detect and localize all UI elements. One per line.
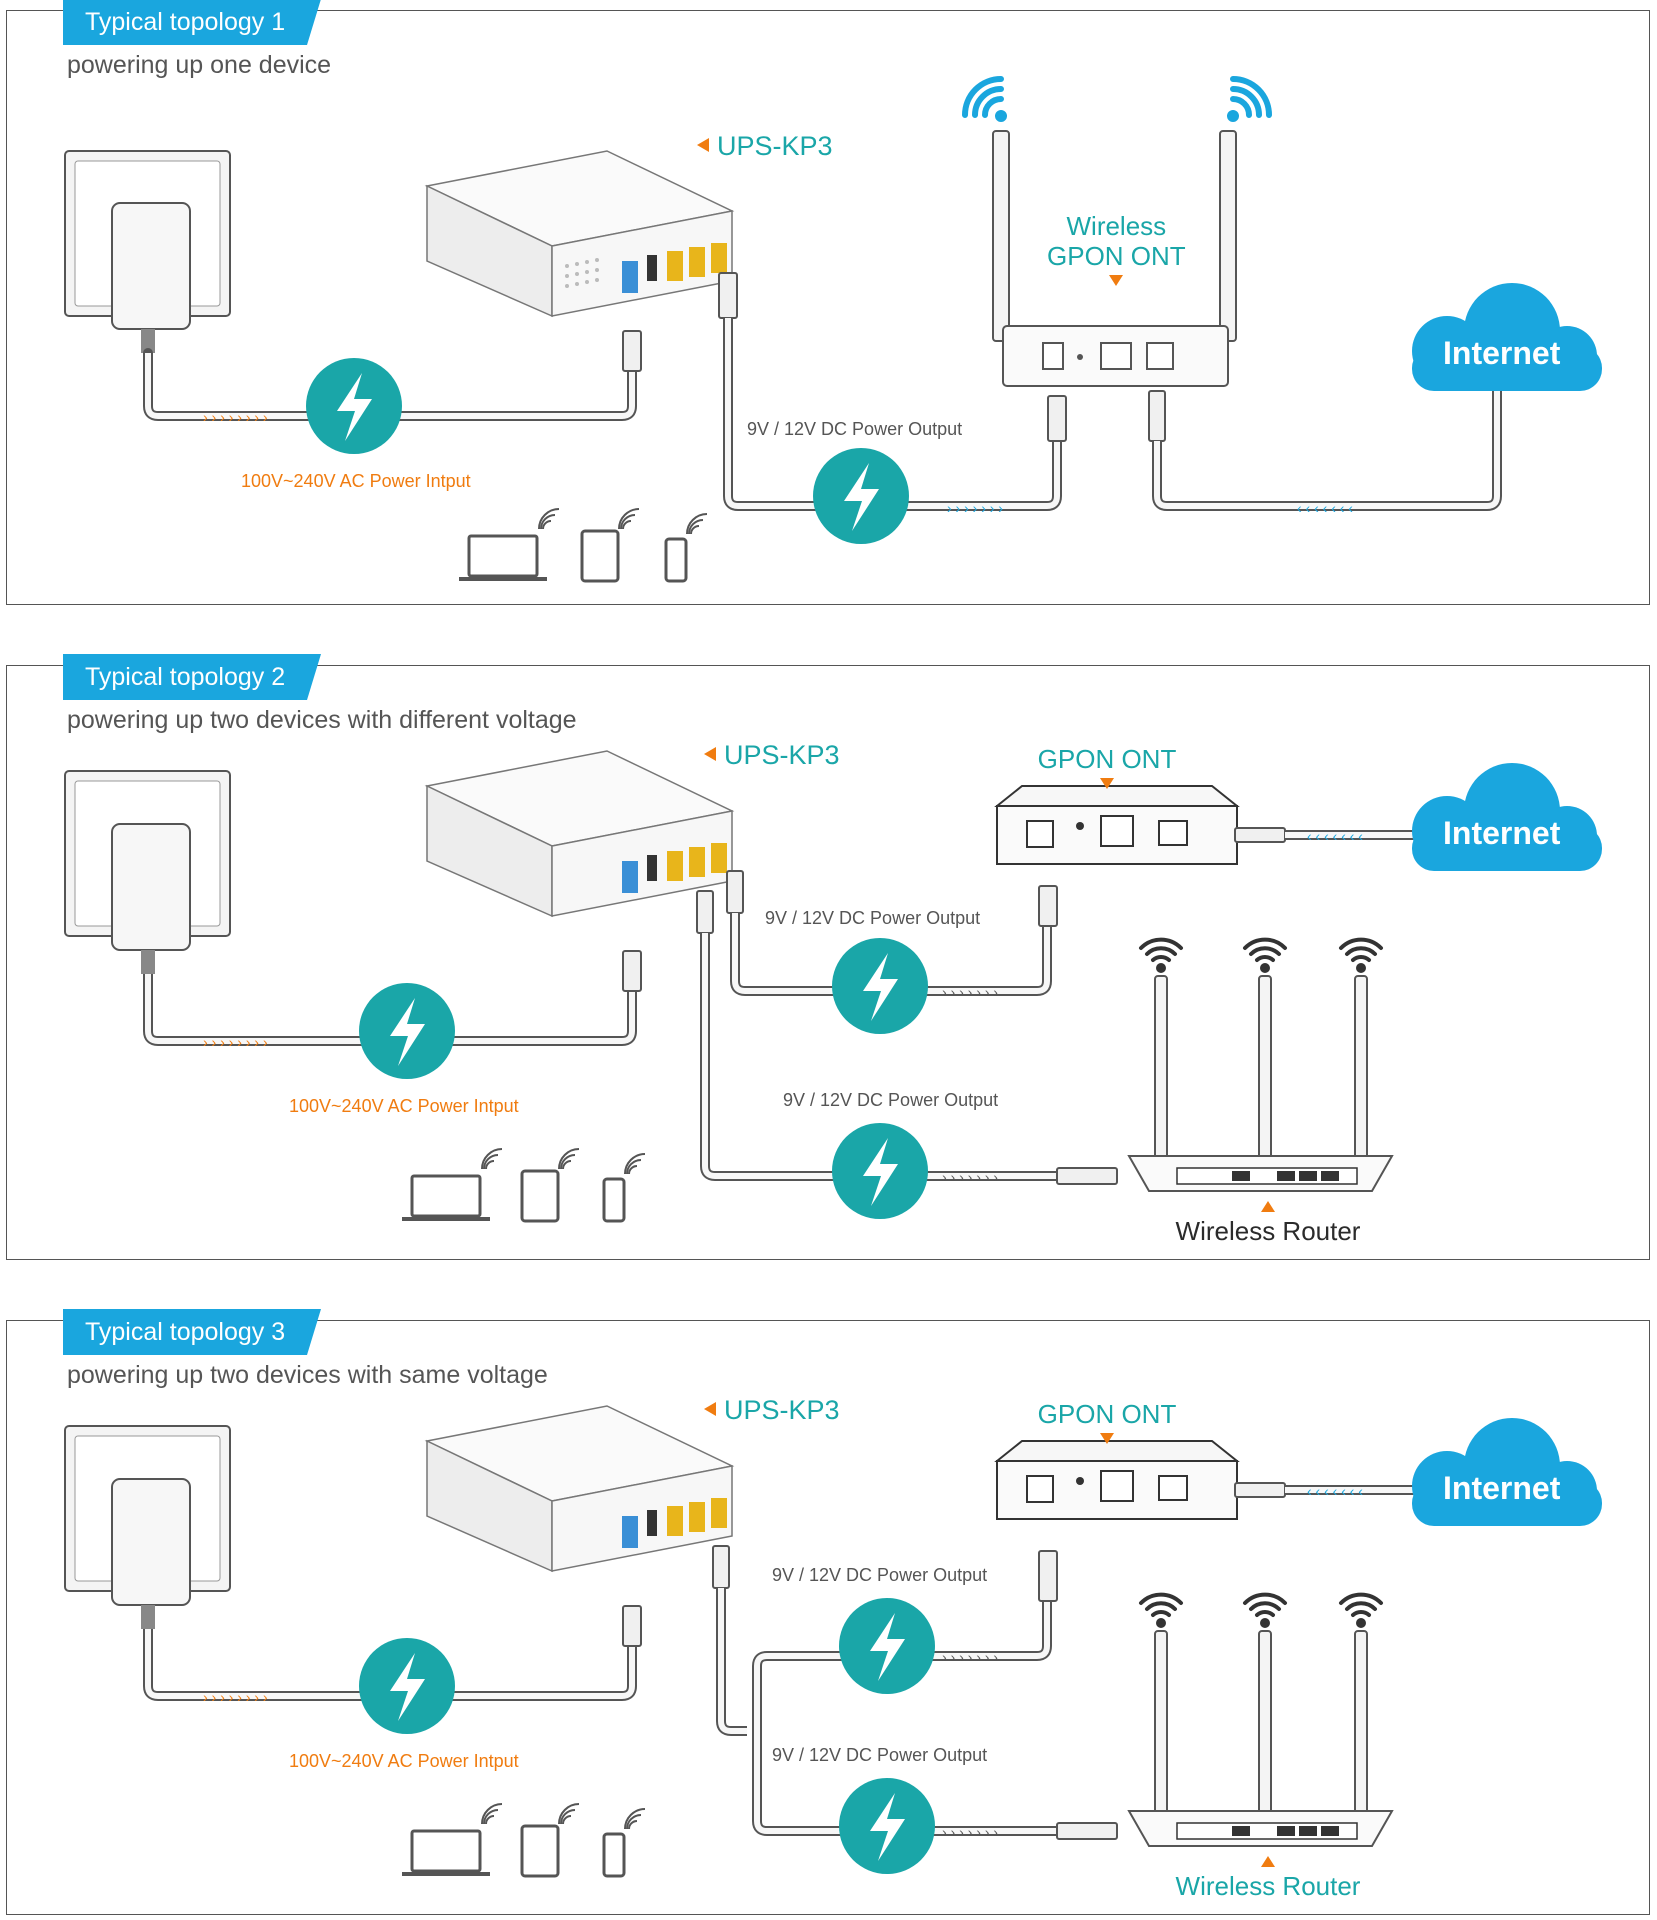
lightning-icon [306, 358, 402, 454]
lightning-icon [813, 448, 909, 544]
topology-diagram-3: › › › › › › › › › › › › › › › › › › › › … [64, 1405, 1602, 1878]
wireless-gpon-ont-label: Wireless GPON ONT [1047, 211, 1186, 286]
ups-device-icon [424, 750, 735, 918]
power-adapter-icon [64, 150, 231, 353]
router-icon [1127, 1630, 1394, 1847]
phone-icon [602, 1177, 626, 1223]
gpon-ont-label: GPON ONT [1032, 1399, 1182, 1444]
panel-tag: Typical topology 2 [63, 654, 322, 700]
svg-text:› › › › › › ›: › › › › › › › [942, 984, 998, 1000]
lightning-icon [359, 983, 455, 1079]
dc-power-label: 9V / 12V DC Power Output [747, 419, 963, 439]
router-icon [992, 130, 1237, 387]
lightning-icon [832, 938, 928, 1034]
ont-icon [994, 1440, 1240, 1520]
topology-panel-2: Typical topology 2 powering up two devic… [6, 654, 1650, 1260]
dc-power-label-1: 9V / 12V DC Power Output [772, 1565, 988, 1585]
ont-icon [994, 785, 1240, 865]
svg-text:› › › › › › › ›: › › › › › › › › [203, 1034, 268, 1050]
lightning-icon [839, 1598, 935, 1694]
svg-text:‹ ‹ ‹ ‹ ‹ ‹ ‹: ‹ ‹ ‹ ‹ ‹ ‹ ‹ [1297, 500, 1353, 516]
cloud-icon [1412, 763, 1602, 871]
cloud-label: Internet [1443, 335, 1561, 371]
topology-panel-1: Typical topology 1 powering up one devic… [6, 0, 1650, 605]
ups-label: UPS-KP3 [697, 131, 833, 162]
wifi-icon [962, 76, 1272, 122]
lightning-icon [839, 1778, 935, 1874]
wireless-router-label: Wireless Router [1173, 1856, 1363, 1901]
panel-tag: Typical topology 3 [63, 1309, 322, 1355]
topology-panel-3: Typical topology 3 powering up two devic… [6, 1309, 1650, 1915]
ups-device-icon [424, 150, 735, 318]
laptop-icon [402, 1174, 490, 1221]
wireless-router-label: Wireless Router [1173, 1201, 1363, 1247]
dc-power-label-2: 9V / 12V DC Power Output [783, 1090, 999, 1110]
panel-subtitle: powering up two devices with same voltag… [67, 1361, 548, 1389]
laptop-icon [402, 1829, 490, 1876]
ups-label: UPS-KP3 [704, 740, 840, 771]
svg-text:› › › › › › › ›: › › › › › › › › [203, 1689, 268, 1705]
svg-text:‹ ‹ ‹ ‹ ‹ ‹ ‹: ‹ ‹ ‹ ‹ ‹ ‹ ‹ [1307, 1483, 1363, 1499]
tablet-icon [520, 1824, 560, 1878]
svg-text:› › › › › › ›: › › › › › › › [942, 1169, 998, 1185]
gpon-ont-label: GPON ONT [1032, 744, 1182, 789]
svg-text:› › › › › › ›: › › › › › › › [942, 1649, 998, 1665]
laptop-icon [459, 534, 547, 581]
panel-subtitle: powering up one device [67, 51, 332, 79]
router-icon [1127, 975, 1394, 1192]
tablet-icon [520, 1169, 560, 1223]
panel-subtitle: powering up two devices with different v… [67, 706, 577, 734]
power-adapter-icon [64, 1425, 231, 1629]
svg-text:› › › › › › ›: › › › › › › › [942, 1824, 998, 1840]
dc-power-label-1: 9V / 12V DC Power Output [765, 908, 981, 928]
lightning-icon [832, 1123, 928, 1219]
panel-tag: Typical topology 1 [63, 0, 322, 45]
dc-power-label-2: 9V / 12V DC Power Output [772, 1745, 988, 1765]
topology-diagram-2: › › › › › › › › › › › › › › › [64, 750, 1602, 1223]
lightning-icon [359, 1638, 455, 1734]
tablet-icon [580, 529, 620, 583]
ups-device-icon [424, 1405, 735, 1573]
ac-power-label: 100V~240V AC Power Intput [289, 1096, 519, 1116]
ac-power-label: 100V~240V AC Power Intput [241, 471, 471, 491]
phone-icon [664, 537, 688, 583]
ups-label: UPS-KP3 [704, 1395, 840, 1426]
wifi-icon [1139, 937, 1383, 973]
cloud-label: Internet [1443, 1470, 1561, 1506]
wifi-icon [1139, 1592, 1383, 1628]
cloud-label: Internet [1443, 815, 1561, 851]
svg-text:‹ ‹ ‹ ‹ ‹ ‹ ‹: ‹ ‹ ‹ ‹ ‹ ‹ ‹ [1307, 828, 1363, 844]
ac-power-label: 100V~240V AC Power Intput [289, 1751, 519, 1771]
phone-icon [602, 1832, 626, 1878]
cloud-icon [1412, 1418, 1602, 1526]
svg-text:› › › › › › › ›: › › › › › › › › [203, 409, 268, 425]
cloud-icon [1412, 283, 1602, 391]
svg-text:› › › › › › ›: › › › › › › › [947, 500, 1003, 516]
topology-diagram-1: › › › › › › › › › › › › › › › [64, 76, 1602, 583]
power-adapter-icon [64, 770, 231, 974]
